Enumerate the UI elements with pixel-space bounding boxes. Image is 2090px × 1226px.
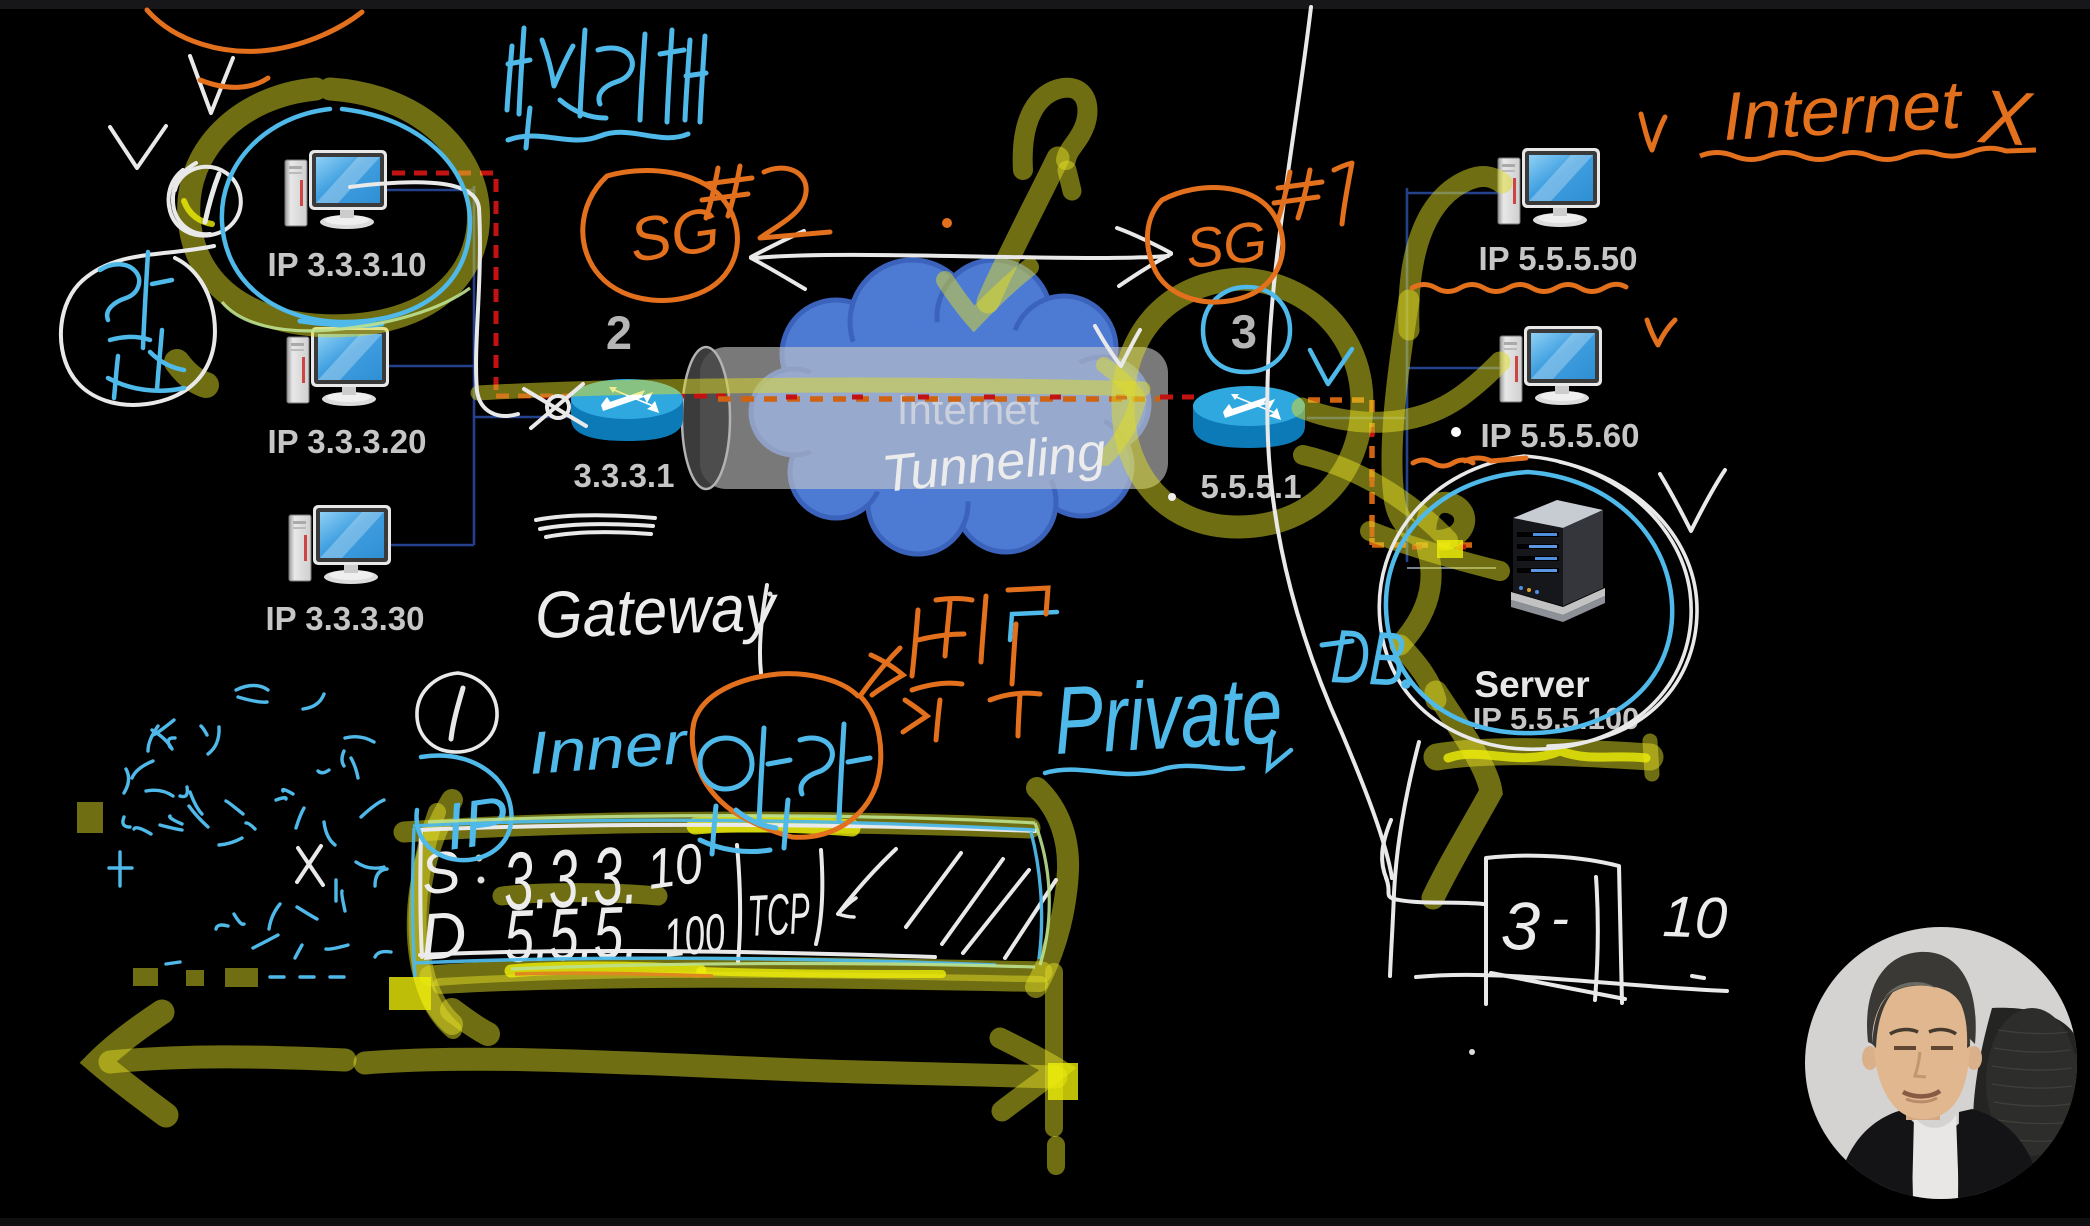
svg-text:Server: Server [1474,664,1589,705]
svg-text:DB: DB [1329,614,1407,703]
svg-text:3.3.3.1: 3.3.3.1 [574,457,675,494]
svg-text:5.5.5.1: 5.5.5.1 [1201,468,1302,505]
svg-text:2: 2 [606,306,632,359]
svg-text:SG: SG [625,195,723,276]
svg-text:3: 3 [1499,887,1542,965]
svg-text:10: 10 [643,831,706,901]
svg-text:Inner: Inner [526,709,691,787]
svg-text:Gateway: Gateway [534,570,780,652]
svg-text:IP 5.5.5.60: IP 5.5.5.60 [1480,417,1639,454]
svg-text:IP 5.5.5.50: IP 5.5.5.50 [1478,240,1637,277]
svg-text:3: 3 [1231,305,1257,358]
svg-text:5.5.5.: 5.5.5. [503,890,640,978]
svg-text:S: S [417,838,465,908]
svg-text:10: 10 [1662,884,1729,951]
svg-text:IP 3.3.3.30: IP 3.3.3.30 [265,600,424,637]
svg-text:Private: Private [1051,656,1284,775]
svg-text:IP 3.3.3.10: IP 3.3.3.10 [267,246,426,283]
svg-text:-: - [1551,888,1569,948]
svg-text:IP 3.3.3.20: IP 3.3.3.20 [267,423,426,460]
svg-text:SG: SG [1183,209,1270,280]
svg-text:TCP: TCP [746,881,811,949]
svg-text:Internet: Internet [897,386,1040,433]
svg-text:3.3.3.: 3.3.3. [501,830,640,928]
svg-text:Internet: Internet [1721,66,1966,155]
